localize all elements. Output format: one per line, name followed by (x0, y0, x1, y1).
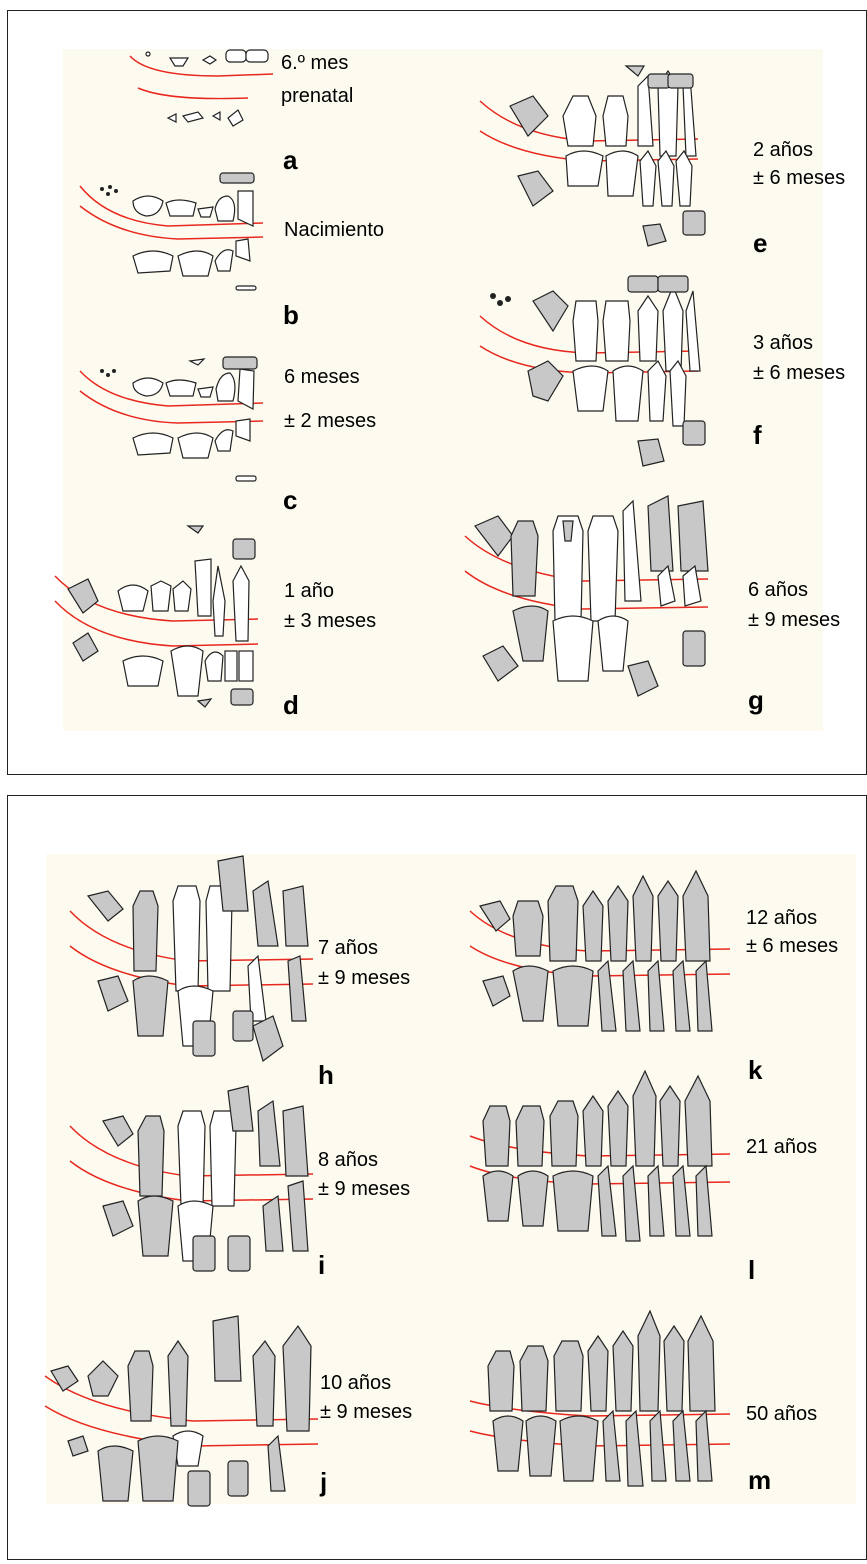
figure-panel-bottom: 7 años ± 9 meses h 8 años ± 9 meses i (7, 795, 867, 1560)
stage-a-range: prenatal (281, 84, 353, 109)
stage-h-age: 7 años (318, 936, 378, 961)
stage-g-drawing (463, 481, 723, 701)
stage-e-letter: e (753, 229, 767, 257)
stage-j-age: 10 años (320, 1371, 391, 1396)
stage-c-age: 6 meses (284, 365, 360, 390)
stage-h-range: ± 9 meses (318, 966, 410, 991)
stage-i-range: ± 9 meses (318, 1177, 410, 1202)
stage-b-letter: b (283, 301, 299, 329)
stage-h-letter: h (318, 1061, 334, 1089)
stage-i-drawing (68, 1086, 328, 1286)
stage-b-drawing (78, 161, 278, 301)
stage-d-drawing (53, 521, 273, 721)
stage-e-age: 2 años (753, 138, 813, 163)
stage-m-letter: m (748, 1466, 771, 1494)
stage-e-range: ± 6 meses (753, 166, 845, 191)
stage-l-drawing (468, 1066, 738, 1246)
stage-i-letter: i (318, 1251, 325, 1279)
stage-e-drawing (478, 56, 718, 256)
stage-k-letter: k (748, 1056, 762, 1084)
stage-k-age: 12 años (746, 906, 817, 931)
stage-k-drawing (468, 861, 738, 1041)
stage-a-drawing (128, 46, 288, 136)
stage-m-drawing (468, 1301, 738, 1501)
stage-g-range: ± 9 meses (748, 608, 840, 633)
stage-f-drawing (478, 261, 718, 471)
stage-f-range: ± 6 meses (753, 361, 845, 386)
stage-b-age: Nacimiento (284, 218, 384, 243)
figure-panel-top: 6.º mes prenatal a Nacimiento b (7, 10, 867, 775)
stage-c-drawing (78, 341, 278, 491)
stage-d-age: 1 año (284, 579, 334, 604)
stage-a-age: 6.º mes (281, 51, 348, 76)
stage-f-letter: f (753, 421, 762, 449)
stage-l-letter: l (748, 1256, 755, 1284)
stage-k-range: ± 6 meses (746, 934, 838, 959)
stage-c-range: ± 2 meses (284, 409, 376, 434)
stage-m-age: 50 años (746, 1402, 817, 1427)
stage-l-age: 21 años (746, 1135, 817, 1160)
stage-c-letter: c (283, 486, 297, 514)
stage-h-drawing (68, 851, 328, 1061)
stage-d-range: ± 3 meses (284, 609, 376, 634)
stage-f-age: 3 años (753, 331, 813, 356)
stage-g-age: 6 años (748, 578, 808, 603)
stage-j-range: ± 9 meses (320, 1400, 412, 1425)
stage-d-letter: d (283, 691, 299, 719)
stage-j-drawing (43, 1301, 333, 1511)
stage-g-letter: g (748, 686, 764, 714)
stage-j-letter: j (320, 1468, 327, 1496)
stage-a-letter: a (283, 146, 297, 174)
stage-i-age: 8 años (318, 1148, 378, 1173)
